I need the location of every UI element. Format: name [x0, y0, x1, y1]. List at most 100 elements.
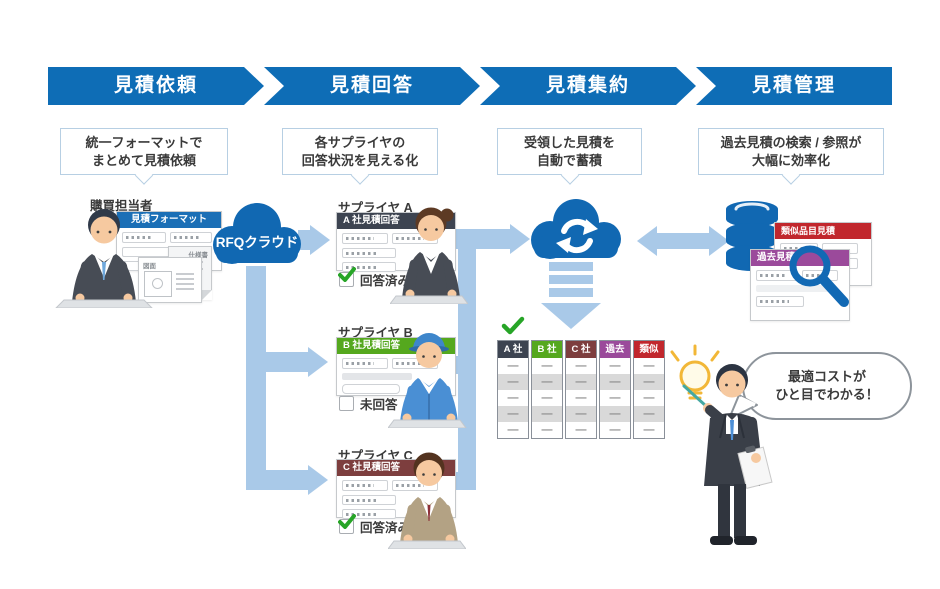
supplier-b-status-label: 未回答	[360, 398, 398, 412]
supplier-a-name: サプライヤ A	[338, 201, 413, 215]
note-line: 回答状況を見える化	[301, 152, 419, 168]
check-icon	[338, 267, 356, 282]
requester-person	[55, 209, 153, 308]
rfq-cloud-icon	[213, 203, 301, 264]
table-cell: —	[532, 406, 562, 422]
sync-arrow-shaft	[655, 233, 709, 249]
supplier-b-status: 未回答	[339, 394, 398, 413]
table-cell: —	[566, 358, 596, 374]
table-cell: —	[634, 390, 664, 406]
insight-callout-bubble: 最適コストが ひと目でわかる！	[742, 352, 912, 420]
supplier-c-person	[388, 452, 466, 549]
note-management: 過去見積の検索 / 参照が 大幅に効率化	[698, 128, 884, 176]
table-cell: —	[498, 406, 528, 422]
supplier-b-checkbox	[339, 396, 354, 411]
drawing-document: 図面	[138, 257, 202, 303]
table-cell: —	[600, 358, 630, 374]
form-field	[756, 296, 804, 307]
table-column: 過去—————	[599, 340, 631, 439]
note-line: 過去見積の検索 / 参照が	[720, 135, 862, 150]
stage-title-response: 見積回答	[329, 75, 414, 96]
table-cell: —	[634, 374, 664, 390]
table-column: B 社—————	[531, 340, 563, 439]
form-field	[122, 232, 166, 243]
quote-format-title: 見積フォーマット	[117, 212, 221, 228]
note-response: 各サプライヤの 回答状況を見える化	[282, 128, 438, 176]
note-line: 自動で蓄積	[536, 152, 602, 168]
form-field	[392, 480, 438, 491]
rfq-cloud-label: RFQクラウド	[215, 235, 299, 250]
table-cell: —	[498, 374, 528, 390]
aggregation-cloud-sync-icon	[531, 199, 621, 259]
table-cell: —	[532, 358, 562, 374]
form-field	[342, 373, 412, 380]
table-cell: —	[566, 422, 596, 438]
table-cell: —	[634, 406, 664, 422]
supplier-c-status-label: 回答済み	[360, 521, 411, 535]
table-cell: —	[600, 422, 630, 438]
table-cell: —	[634, 358, 664, 374]
similar-quote-title: 類似品目見積	[775, 223, 871, 239]
form-field	[342, 262, 396, 272]
note-line: 各サプライヤの	[314, 135, 406, 150]
summary-table: A 社—————B 社—————C 社—————過去—————類似—————	[497, 340, 665, 439]
table-cell: —	[600, 374, 630, 390]
table-column-header: 類似	[634, 341, 664, 358]
store-arrowhead-down	[541, 303, 601, 329]
table-cell: —	[600, 406, 630, 422]
store-arrow-stripe	[549, 288, 593, 297]
table-column-header: A 社	[498, 341, 528, 358]
table-cell: —	[634, 422, 664, 438]
table-column-header: 過去	[600, 341, 630, 358]
form-field	[342, 233, 388, 244]
form-field	[342, 509, 396, 519]
table-cell: —	[532, 374, 562, 390]
note-line: 受領した見積を	[523, 135, 615, 150]
arrow-to-supplier-a	[298, 230, 310, 250]
stage-banner-ribbon	[48, 67, 892, 105]
supplier-a-checkbox	[338, 267, 356, 287]
form-field	[342, 495, 396, 505]
table-cell: —	[566, 374, 596, 390]
cloud-branch-trunk	[246, 266, 266, 490]
form-field	[170, 232, 212, 243]
form-field	[342, 480, 388, 491]
table-column: C 社—————	[565, 340, 597, 439]
drawing-document-label: 図面	[143, 263, 156, 270]
stage-title-aggregation: 見積集約	[545, 75, 630, 96]
store-arrow-stripe	[549, 275, 593, 284]
spec-document-label: 仕様書	[188, 252, 209, 259]
note-line: まとめて見積依頼	[91, 152, 196, 168]
sync-arrowhead-left	[637, 226, 657, 256]
table-column: A 社—————	[497, 340, 529, 439]
form-field	[342, 384, 400, 394]
supplier-c-status: 回答済み	[338, 514, 411, 536]
table-column-header: C 社	[566, 341, 596, 358]
table-cell: —	[566, 406, 596, 422]
magnifier-icon	[789, 245, 849, 307]
table-cell: —	[600, 390, 630, 406]
arrowhead-supplier-c	[308, 465, 328, 495]
callout-line: 最適コストが	[787, 368, 866, 384]
arrowhead-supplier-b	[308, 347, 328, 377]
note-request: 統一フォーマットで まとめて見積依頼	[60, 128, 228, 176]
check-icon	[338, 514, 356, 529]
arrowhead-supplier-a	[310, 225, 330, 255]
table-column: 類似—————	[633, 340, 665, 439]
callout-tail	[728, 394, 758, 420]
note-aggregation: 受領した見積を 自動で蓄積	[497, 128, 642, 176]
table-column-header: B 社	[532, 341, 562, 358]
store-arrow-stripe	[549, 262, 593, 271]
stage-title-request: 見積依頼	[113, 75, 198, 96]
form-field	[342, 248, 396, 258]
note-line: 統一フォーマットで	[85, 135, 203, 150]
supplier-c-checkbox	[338, 514, 356, 534]
stage-title-management: 見積管理	[751, 75, 836, 96]
analyst-person	[682, 364, 773, 545]
supplier-b-name: サプライヤ B	[338, 326, 413, 340]
sync-arrowhead-right	[709, 226, 729, 256]
arrow-to-supplier-b	[266, 352, 308, 372]
table-cell: —	[566, 390, 596, 406]
form-field	[756, 285, 834, 292]
